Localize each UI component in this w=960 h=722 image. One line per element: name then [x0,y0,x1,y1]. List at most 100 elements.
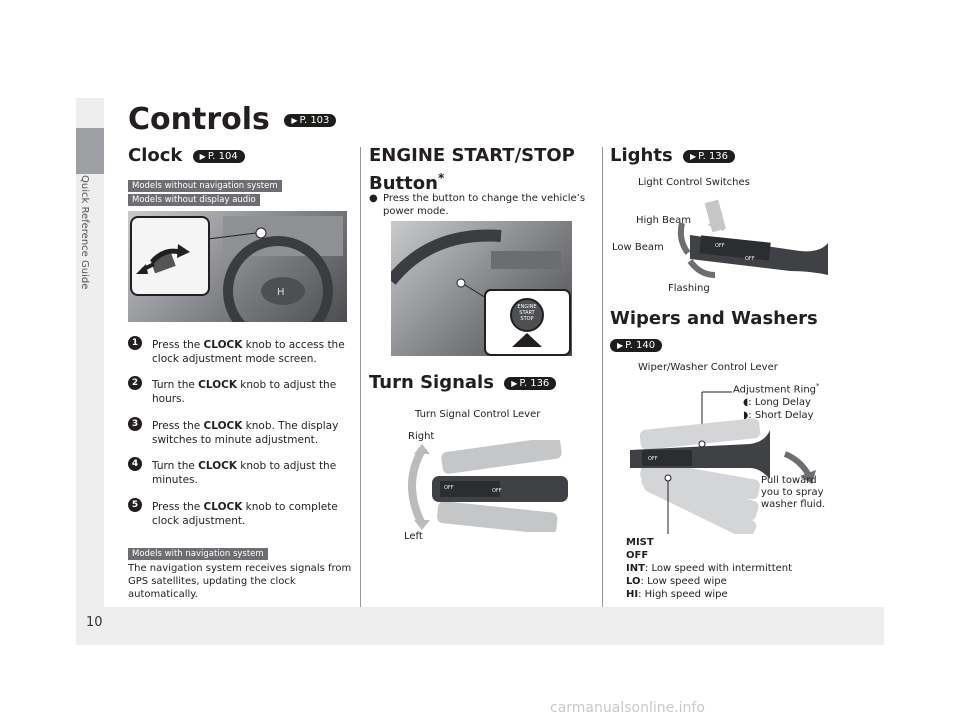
mode-mist: MIST [626,537,654,548]
knob-icon [136,244,190,274]
turn-ref-link[interactable]: ▶P. 136 [504,376,557,390]
step-key: CLOCK [203,420,243,432]
clock-step-1: 1 Press the CLOCK knob to access the clo… [128,336,348,366]
svg-text:OFF: OFF [745,256,755,262]
step-number: 4 [128,457,142,471]
turn-caption: Turn Signal Control Lever [415,409,541,420]
wipers-caption: Wiper/Washer Control Lever [638,362,778,373]
step-text: Press the [152,420,204,432]
svg-text:H: H [277,287,285,298]
engine-start-button-icon [510,298,544,347]
turn-right-label: Right [408,431,435,442]
wipers-ref-row: ▶P. 140 [610,335,663,354]
pull-line2: you to spray [761,487,824,498]
step-number: 1 [128,336,142,350]
mode-off: OFF [626,550,649,561]
clock-ref-link[interactable]: ▶P. 104 [192,149,245,163]
step-text: Turn the [152,379,199,391]
wipers-ref-link[interactable]: ▶P. 140 [610,339,663,352]
engine-heading: ENGINE START/STOP Button* [369,145,575,195]
clock-ref-text: P. 104 [207,150,238,162]
step-text: knob to adjust the hours. [152,379,337,405]
mode-lo: LO: Low speed wipe [626,575,792,588]
tag-with-nav: Models with navigation system [128,548,268,560]
engine-button-inset: ENGINE START STOP [484,289,571,356]
low-beam-arrow [677,222,691,255]
svg-text:OFF: OFF [444,485,454,491]
clock-step-4: 4 Turn the CLOCK knob to adjust the minu… [128,457,348,487]
svg-text:OFF: OFF [492,488,502,494]
step-number: 3 [128,417,142,431]
step-text: Turn the [152,460,199,472]
step-number: 2 [128,376,142,390]
svg-text:OFF: OFF [715,243,725,249]
step-text: knob to complete clock adjustment. [152,501,338,527]
mode-int-key: INT [626,563,645,574]
light-lever-illustration: OFF OFF [677,199,828,278]
step-number: 5 [128,498,142,512]
engine-bullet: ● Press the button to change the vehicle… [369,192,594,218]
bullet-dot-icon: ● [369,193,378,204]
mode-int: INT: Low speed with intermittent [626,562,792,575]
mode-lo-value: : Low speed wipe [640,576,727,587]
pull-line1: Pull toward [761,475,817,486]
nav-text: The navigation system receives signals f… [128,563,352,600]
short-delay-label: : Short Delay [748,410,814,422]
wipers-ref-text: P. 140 [625,340,656,351]
step-text: Press the [152,501,204,513]
svg-text:OFF: OFF [648,456,658,462]
turn-arc-arrow [408,448,426,526]
wiper-lever-illustration: OFF [630,391,816,534]
long-delay-icon: ◖ [743,397,749,409]
clock-step-3: 3 Press the CLOCK knob. The display swit… [128,417,348,447]
page-ref-link[interactable]: ▶P. 103 [284,114,337,127]
flash-arrow [687,259,716,278]
column-divider-1 [360,147,361,607]
wiper-modes: MIST OFF INT: Low speed with intermitten… [626,536,792,601]
column-divider-2 [602,147,603,607]
engine-photo-art [386,229,561,302]
ring-asterisk: * [816,382,820,390]
wipers-heading: Wipers and Washers [610,308,818,329]
step-text: knob to adjust the minutes. [152,460,337,486]
high-beam-label: High Beam [636,215,692,226]
turn-left-label: Left [404,531,423,542]
step-text: knob to access the clock adjustment mode… [152,339,345,365]
step-key: CLOCK [203,501,243,513]
mode-lo-key: LO [626,576,641,587]
engine-heading-line2: Button [369,173,438,194]
clock-step-5: 5 Press the CLOCK knob to complete clock… [128,498,348,528]
clock-knob-inset [130,216,210,296]
clock-heading: Clock ▶P. 104 [128,145,245,166]
clock-heading-text: Clock [128,145,183,166]
short-delay-icon: ◗ [743,410,749,422]
mode-hi-value: : High speed wipe [638,589,728,600]
turn-heading-text: Turn Signals [369,372,494,393]
adjustment-ring-block: Adjustment Ring* ◖: Long Delay ◗: Short … [733,380,820,422]
engine-asterisk: * [437,171,445,185]
page-title: Controls ▶P. 103 [128,102,337,137]
page-title-text: Controls [128,102,270,137]
lights-ref-link[interactable]: ▶P. 136 [682,149,736,163]
engine-button-label: ENGINE START STOP [517,304,537,322]
lights-heading: Lights ▶P. 136 [610,145,736,166]
lights-ref-text: P. 136 [698,150,729,162]
side-tab-label: Quick Reference Guide [79,175,90,289]
step-key: CLOCK [198,460,237,472]
clock-step-2: 2 Turn the CLOCK knob to adjust the hour… [128,376,348,406]
tag-no-nav: Models without navigation system [128,180,282,192]
lights-caption: Light Control Switches [638,177,750,188]
step-key: CLOCK [203,339,243,351]
page-ref-text: P. 103 [299,115,330,126]
flashing-label: Flashing [668,283,710,294]
pull-line3: washer fluid. [761,499,826,510]
step-key: CLOCK [198,379,237,391]
page-number: 10 [86,615,103,630]
long-delay-label: : Long Delay [748,397,811,409]
mode-hi-key: HI [626,589,639,600]
turn-ref-text: P. 136 [519,377,550,389]
turn-heading: Turn Signals ▶P. 136 [369,372,557,393]
low-beam-label: Low Beam [612,242,664,253]
mode-hi: HI: High speed wipe [626,588,792,601]
turn-lever-illustration: OFF OFF [408,440,568,532]
